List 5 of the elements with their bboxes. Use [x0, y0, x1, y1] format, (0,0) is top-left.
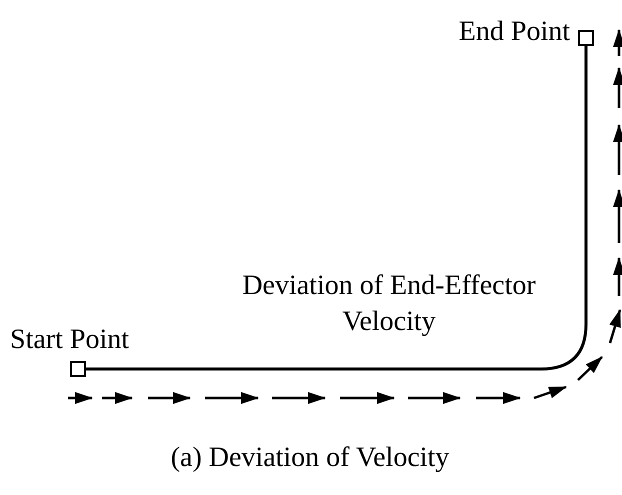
- point-label: End Point: [458, 18, 570, 46]
- point-label: Start Point: [10, 326, 130, 354]
- caption: (a) Deviation of Velocity: [170, 444, 450, 472]
- trajectory-line: [86, 46, 588, 370]
- deviation-label: Deviation of End-Effector Velocity: [241, 269, 537, 339]
